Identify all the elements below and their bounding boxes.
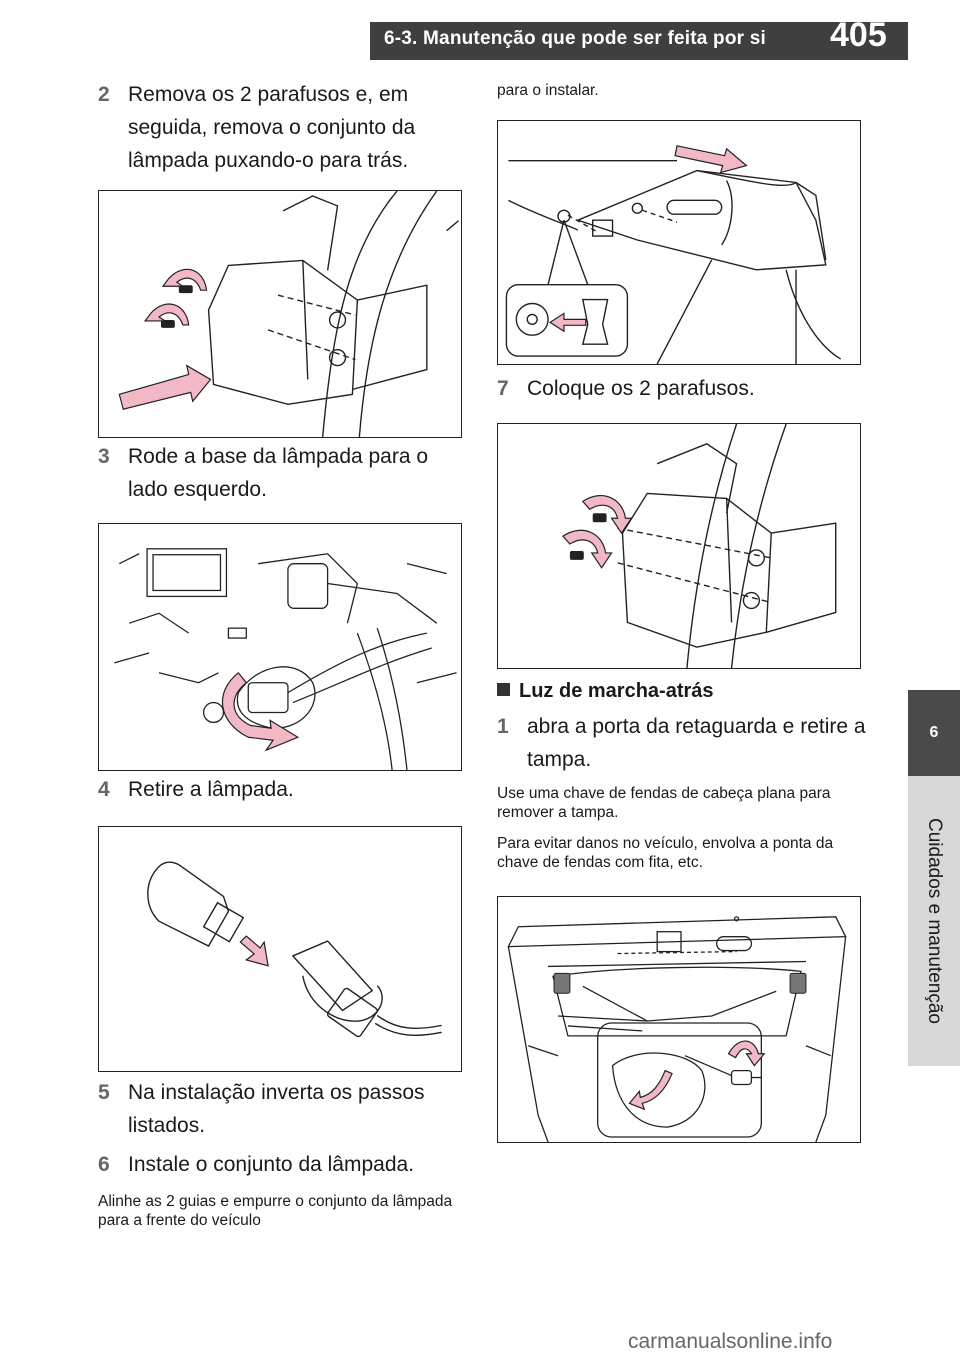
step-text: Retire a lâmpada.: [128, 778, 294, 801]
section-title: 6-3. Manutenção que pode ser feita por s…: [384, 28, 766, 49]
step-number: 2: [98, 83, 110, 106]
step-text: Na instalação inverta os passos listados…: [128, 1081, 425, 1137]
chapter-title: Cuidados e manutenção: [924, 818, 945, 1024]
step-number: 5: [98, 1081, 110, 1104]
illustration-install-screws: [562, 424, 837, 668]
step-text: Coloque os 2 parafusos.: [527, 377, 755, 400]
illustration-install-bulb-assembly: [505, 145, 842, 364]
figure-rotate-bulb-base: [98, 523, 462, 771]
step-number: 1: [497, 715, 509, 738]
chapter-tab: [908, 690, 960, 776]
step-text: abra a porta da retaguarda e retire a ta…: [527, 715, 866, 771]
step-number: 6: [98, 1153, 110, 1176]
step-4: 4 Retire a lâmpada.: [98, 773, 468, 806]
illustration-remove-screws: [118, 191, 459, 437]
note-step-1b: Para evitar danos no veículo, envolva a …: [497, 835, 834, 871]
note-step-1a: Use uma chave de fendas de cabeça plana …: [497, 785, 831, 821]
step-text: Remova os 2 parafusos e, em seguida, rem…: [128, 83, 416, 172]
heading-bullet: [497, 683, 510, 696]
step-text: Rode a base da lâmpada para o lado esque…: [128, 445, 429, 501]
header-bar: [370, 22, 908, 60]
note-step-6-continued: para o instalar.: [497, 82, 599, 99]
illustration-remove-bulb: [147, 861, 442, 1038]
illustration-remove-cover: [507, 916, 847, 1142]
illustration-rotate-bulb-base: [114, 548, 457, 770]
chapter-tab-label-area: [908, 776, 960, 1066]
figure-remove-cover: [497, 896, 861, 1143]
step-text: Instale o conjunto da lâmpada.: [128, 1153, 415, 1176]
watermark: carmanualsonline.info: [628, 1330, 833, 1353]
figure-remove-screws: [98, 190, 462, 438]
step-number: 7: [497, 377, 509, 400]
step-number: 3: [98, 445, 110, 468]
step-1: 1 abra a porta da retaguarda e retire a …: [497, 710, 867, 776]
step-2: 2 Remova os 2 parafusos e, em seguida, r…: [98, 78, 468, 177]
note-step-6: Alinhe as 2 guias e empurre o conjunto d…: [98, 1193, 453, 1229]
step-7: 7 Coloque os 2 parafusos.: [497, 372, 867, 405]
figure-remove-bulb: [98, 826, 462, 1072]
step-3: 3 Rode a base da lâmpada para o lado esq…: [98, 440, 468, 506]
figure-install-screws: [497, 423, 861, 669]
step-5: 5 Na instalação inverta os passos listad…: [98, 1076, 468, 1142]
chapter-number: 6: [929, 724, 939, 741]
step-6: 6 Instale o conjunto da lâmpada.: [98, 1148, 468, 1181]
heading-text: Luz de marcha-atrás: [519, 680, 714, 702]
step-number: 4: [98, 778, 110, 801]
section-heading-reverse-light: Luz de marcha-atrás: [497, 680, 867, 703]
page-number: 405: [830, 16, 887, 54]
figure-install-bulb-assembly: [497, 120, 861, 365]
